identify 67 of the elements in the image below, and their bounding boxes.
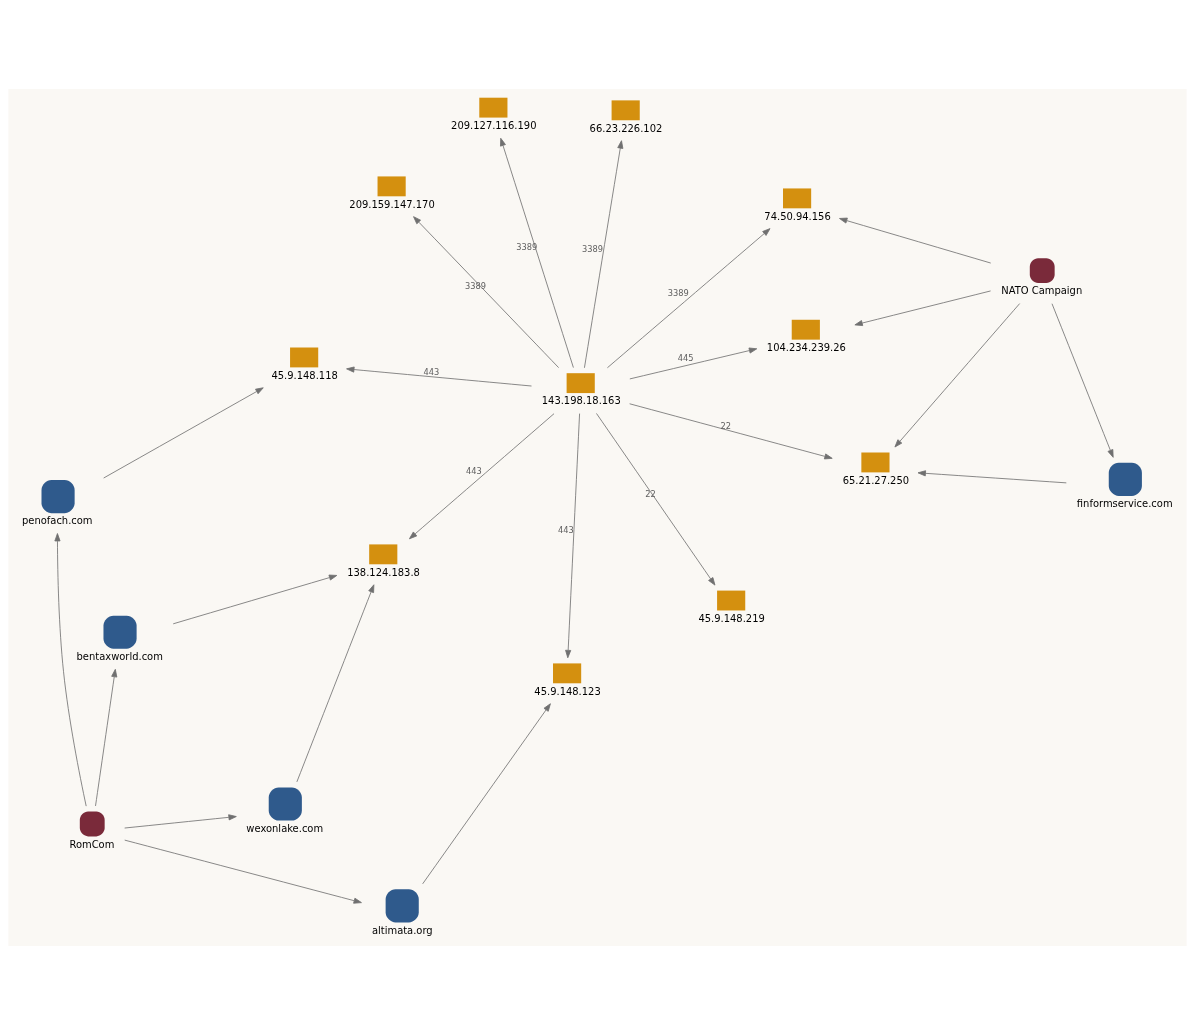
node-label: 45.9.148.219 (698, 612, 765, 624)
node-label: altimata.org (371, 924, 433, 936)
node-box (268, 787, 302, 821)
node-label: 143.198.18.163 (541, 395, 621, 407)
arrow (606, 228, 771, 369)
node-label: 104.234.239.26 (766, 341, 846, 353)
node-box (566, 373, 595, 394)
node-label: NATO Campaign (1001, 285, 1083, 297)
node-box (479, 97, 508, 118)
node-box (553, 663, 582, 684)
node-box (611, 100, 640, 121)
node-label: finformservice.com (1076, 498, 1173, 510)
node-label: 45.9.148.118 (271, 369, 338, 381)
edge-label: 445 (677, 353, 694, 364)
node-label: bentaxworld.com (76, 651, 163, 663)
node-box (791, 319, 820, 340)
arrow (409, 413, 555, 540)
edge-label: 3389 (465, 281, 487, 292)
arrow (95, 668, 118, 807)
arrow (629, 347, 758, 380)
node-box (103, 615, 137, 649)
arrow (839, 217, 992, 264)
node-box (369, 544, 398, 565)
arrow (894, 303, 1021, 448)
edge-label: 443 (465, 465, 482, 476)
arrow (500, 137, 574, 368)
node-label: 74.50.94.156 (764, 210, 831, 222)
node-label: wexonlake.com (246, 822, 324, 834)
node-label: 65.21.27.250 (842, 474, 910, 486)
node-box (1108, 462, 1142, 496)
arrow (346, 366, 532, 387)
node-label: 138.124.183.8 (347, 566, 420, 578)
node-label: 45.9.148.123 (534, 685, 601, 697)
arrow (103, 387, 264, 479)
arrow (124, 814, 237, 829)
arrow (422, 703, 551, 885)
node-box (861, 452, 890, 473)
node-label: 209.127.116.190 (451, 119, 537, 131)
edge-label: 443 (423, 366, 440, 377)
arrow (854, 290, 991, 326)
edge-label: 22 (720, 420, 731, 431)
arrow (917, 470, 1067, 484)
edge-label: 22 (645, 488, 656, 499)
arrow (172, 574, 338, 625)
arrow (413, 216, 560, 369)
arrow (1051, 303, 1114, 458)
node-label: penofach.com (22, 515, 93, 527)
arrow (629, 403, 833, 460)
node-box (41, 480, 75, 514)
node-box (385, 889, 419, 923)
node-label: 66.23.226.102 (589, 122, 663, 134)
arrow (565, 413, 580, 659)
node-box (783, 188, 812, 209)
node-box (717, 590, 746, 611)
edge-label: 3389 (667, 287, 689, 298)
edge-label: 3389 (582, 243, 604, 254)
arrow (584, 140, 624, 369)
node-label: 209.159.147.170 (349, 198, 435, 210)
edge-label: 443 (557, 525, 574, 536)
edge-label: 3389 (516, 242, 538, 253)
node-label: RomCom (69, 838, 115, 850)
node-box (377, 176, 406, 197)
arrow (124, 839, 362, 904)
arrow (596, 413, 716, 586)
node-box (290, 347, 319, 368)
arrow (54, 533, 87, 807)
arrow (296, 584, 375, 783)
